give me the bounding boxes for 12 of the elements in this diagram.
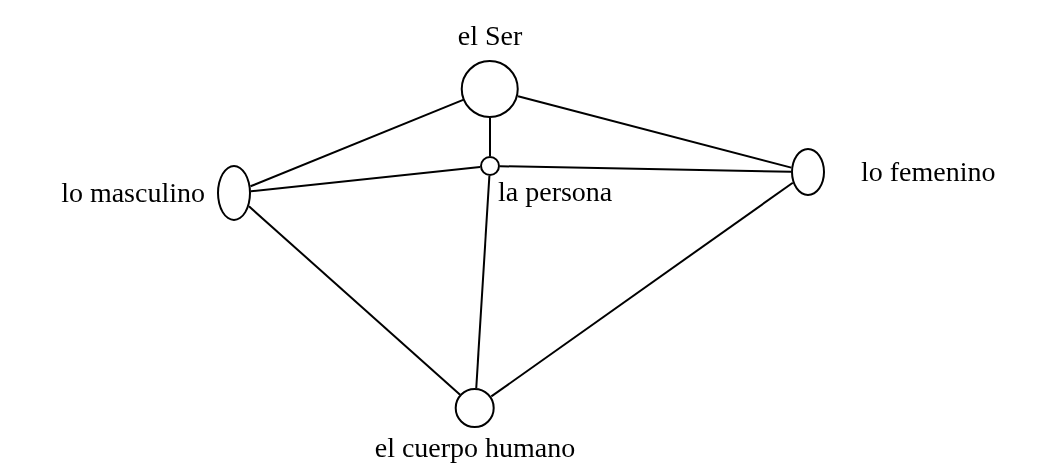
connector-line <box>249 166 482 193</box>
connector-line <box>489 117 491 157</box>
connector-line <box>517 95 793 169</box>
connector-line <box>249 98 465 188</box>
node-label: la persona <box>498 176 613 208</box>
connector-line <box>490 181 794 398</box>
connector-line <box>475 175 491 390</box>
connector-line <box>499 165 792 173</box>
node-label: lo femenino <box>861 156 996 188</box>
node-label: el cuerpo humano <box>374 432 576 464</box>
node-label: el Ser <box>457 20 523 52</box>
node-label: lo masculino <box>61 177 205 209</box>
